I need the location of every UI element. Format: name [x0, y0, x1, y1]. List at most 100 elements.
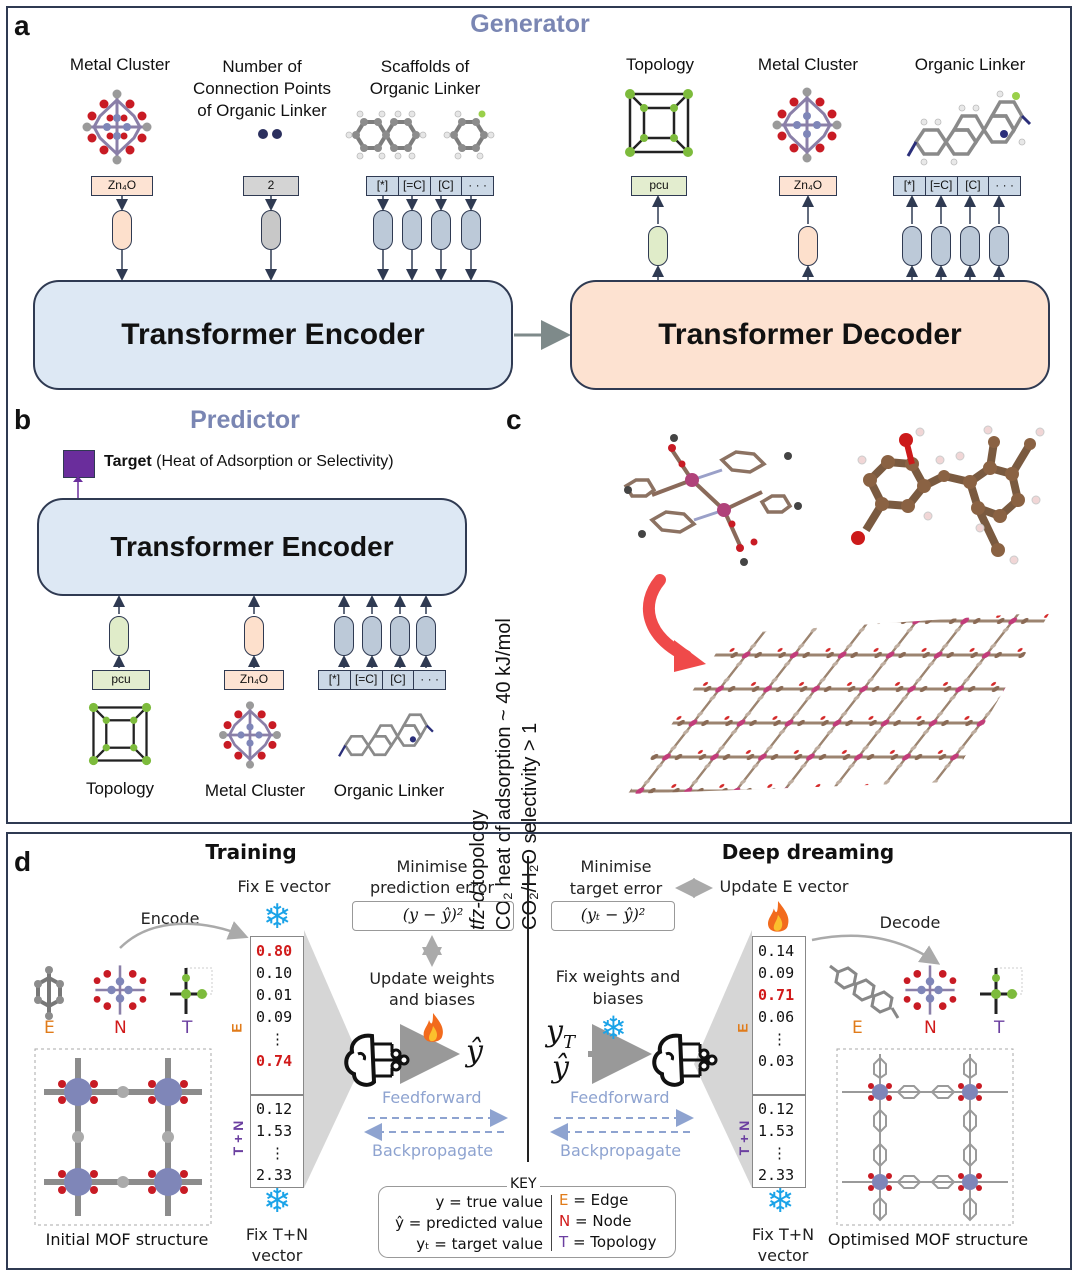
- y-hat-symbol-right: ŷ: [552, 1050, 569, 1085]
- tn-value: ⋮: [772, 1144, 787, 1162]
- token-zn4o-input: Zn₄O: [91, 176, 153, 196]
- topology-node-icon: [980, 967, 1023, 1014]
- token-zn4o-predictor: Zn₄O: [224, 670, 284, 690]
- optimised-mof-structure-icon: [836, 1048, 1014, 1226]
- flame-icon: [768, 901, 789, 932]
- tn-value: 2.33: [256, 1166, 293, 1184]
- e-value: 0.10: [256, 964, 293, 982]
- label-scaffolds-2: Organic Linker: [369, 79, 481, 98]
- snowflake-icon: ❄: [600, 1010, 627, 1046]
- right-e-side-label: E: [734, 1023, 751, 1033]
- organic-linker-predictor-icon: [338, 713, 434, 757]
- right-e-vector: 0.14 0.09 0.71 0.06 ⋮ 0.03: [758, 940, 794, 1072]
- key-edge-text: = Edge: [573, 1191, 629, 1209]
- panel-a-arrows: [116, 195, 1005, 350]
- label-metal-cluster-output: Metal Cluster: [757, 55, 859, 74]
- tn-value: 1.53: [758, 1122, 795, 1140]
- topology-node-icon: [170, 967, 213, 1014]
- panel-b-letter: b: [14, 404, 32, 435]
- right-vector-box: [752, 936, 806, 1188]
- key-legend-box: KEY y = true value ŷ = predicted value y…: [378, 1176, 676, 1258]
- organic-linker-molecule-icon: [906, 90, 1032, 166]
- transformer-encoder-generator: Transformer Encoder: [33, 280, 513, 390]
- label-topology-predictor: Topology: [85, 779, 155, 798]
- e-letter-right: E: [852, 1018, 863, 1038]
- e-value: ⋮: [772, 1030, 787, 1048]
- decode-label: Decode: [879, 913, 941, 932]
- deep-dreaming-heading: Deep dreaming: [721, 840, 895, 864]
- key-y-true: y = true value: [435, 1193, 543, 1211]
- label-num-points-2: Connection Points: [193, 79, 331, 98]
- e-letter-left: E: [44, 1018, 55, 1038]
- edge-molecule-icon: [34, 966, 64, 1020]
- e-value: 0.01: [256, 986, 293, 1004]
- label-num-points-1: Number of: [222, 57, 302, 76]
- update-weights-2: and biases: [388, 990, 476, 1009]
- token-part: [=C]: [351, 671, 383, 689]
- transformer-decoder: Transformer Decoder: [570, 280, 1050, 390]
- left-e-side-label: E: [228, 1023, 245, 1033]
- minimise-target-1: Minimise: [580, 857, 652, 876]
- update-weights-1: Update weights: [369, 969, 495, 988]
- panel-d-frame: [6, 832, 1072, 1270]
- e-value: 0.80: [256, 942, 293, 960]
- target-arrow: [73, 476, 83, 498]
- tn-value: 1.53: [256, 1122, 293, 1140]
- feedforward-label-right: Feedforward: [570, 1088, 670, 1107]
- token-part: [*]: [894, 177, 926, 195]
- panel-c-letter: c: [506, 404, 522, 435]
- panel-a-letter: a: [14, 10, 30, 41]
- fix-weights-1: Fix weights and: [555, 967, 681, 986]
- token-part: [C]: [958, 177, 990, 195]
- label-organic-linker-output: Organic Linker: [914, 55, 1026, 74]
- e-value: 0.71: [758, 986, 795, 1004]
- tn-value: 0.12: [758, 1100, 795, 1118]
- token-pcu-predictor: pcu: [92, 670, 150, 690]
- key-t-letter: T: [559, 1233, 569, 1251]
- e-value: 0.74: [256, 1052, 293, 1070]
- target-label-rest: (Heat of Adsorption or Selectivity): [156, 453, 394, 470]
- label-metal-cluster-predictor: Metal Cluster: [204, 781, 306, 800]
- fix-tn-right-1: Fix T+N: [751, 1225, 815, 1244]
- left-vector-divider: [250, 1094, 304, 1096]
- t-letter-right: T: [994, 1018, 1005, 1038]
- right-tn-vector: 0.12 1.53 ⋮ 2.33: [758, 1098, 794, 1186]
- n-letter-right: N: [924, 1018, 937, 1038]
- flame-icon: [423, 1013, 443, 1042]
- token-zn4o-output: Zn₄O: [779, 176, 837, 196]
- key-e-letter: E: [559, 1191, 569, 1209]
- neural-network-brain-icon: [652, 1033, 718, 1087]
- e-value: 0.14: [758, 942, 795, 960]
- mof-framework-lattice-icon: [628, 612, 1050, 794]
- metal-cluster-molecule-icon: [82, 89, 152, 165]
- key-y-pred: ŷ = predicted value: [395, 1214, 543, 1232]
- backpropagate-label-right: Backpropagate: [560, 1141, 682, 1160]
- e-value: 0.09: [256, 1008, 293, 1026]
- fix-e-vector-label: Fix E vector: [237, 877, 331, 896]
- e-value: 0.09: [758, 964, 795, 982]
- scaffold-benzene-molecule-icon: [443, 110, 495, 160]
- edge-linker-icon: [829, 964, 900, 1019]
- label-num-points-3: of Organic Linker: [197, 101, 327, 120]
- key-topology: T = Topology: [559, 1233, 657, 1251]
- metal-node-molecule-icon: [623, 434, 802, 566]
- fix-weights-2: biases: [592, 989, 644, 1008]
- minimise-target-2: target error: [569, 879, 663, 898]
- formula-prediction-error: (y − ŷ)²: [352, 901, 514, 931]
- panel-d-letter: d: [14, 846, 32, 877]
- topology-cube-predictor-icon: [88, 702, 152, 766]
- y-target-y: y: [546, 1014, 563, 1049]
- fix-tn-left-2: vector: [251, 1246, 303, 1265]
- y-target-sub: T: [562, 1032, 575, 1053]
- snowflake-icon: ❄: [263, 898, 292, 936]
- token-part: [C]: [383, 671, 415, 689]
- node-cluster-icon: [903, 965, 957, 1015]
- key-topology-text: = Topology: [572, 1233, 657, 1251]
- neural-network-brain-icon: [344, 1033, 410, 1087]
- panel-abc-frame: [6, 6, 1072, 824]
- fix-tn-left-1: Fix T+N: [245, 1225, 309, 1244]
- linker-molecule-c-icon: [851, 425, 1045, 565]
- panel-b-title: Predictor: [190, 406, 300, 434]
- tn-value: 0.12: [256, 1100, 293, 1118]
